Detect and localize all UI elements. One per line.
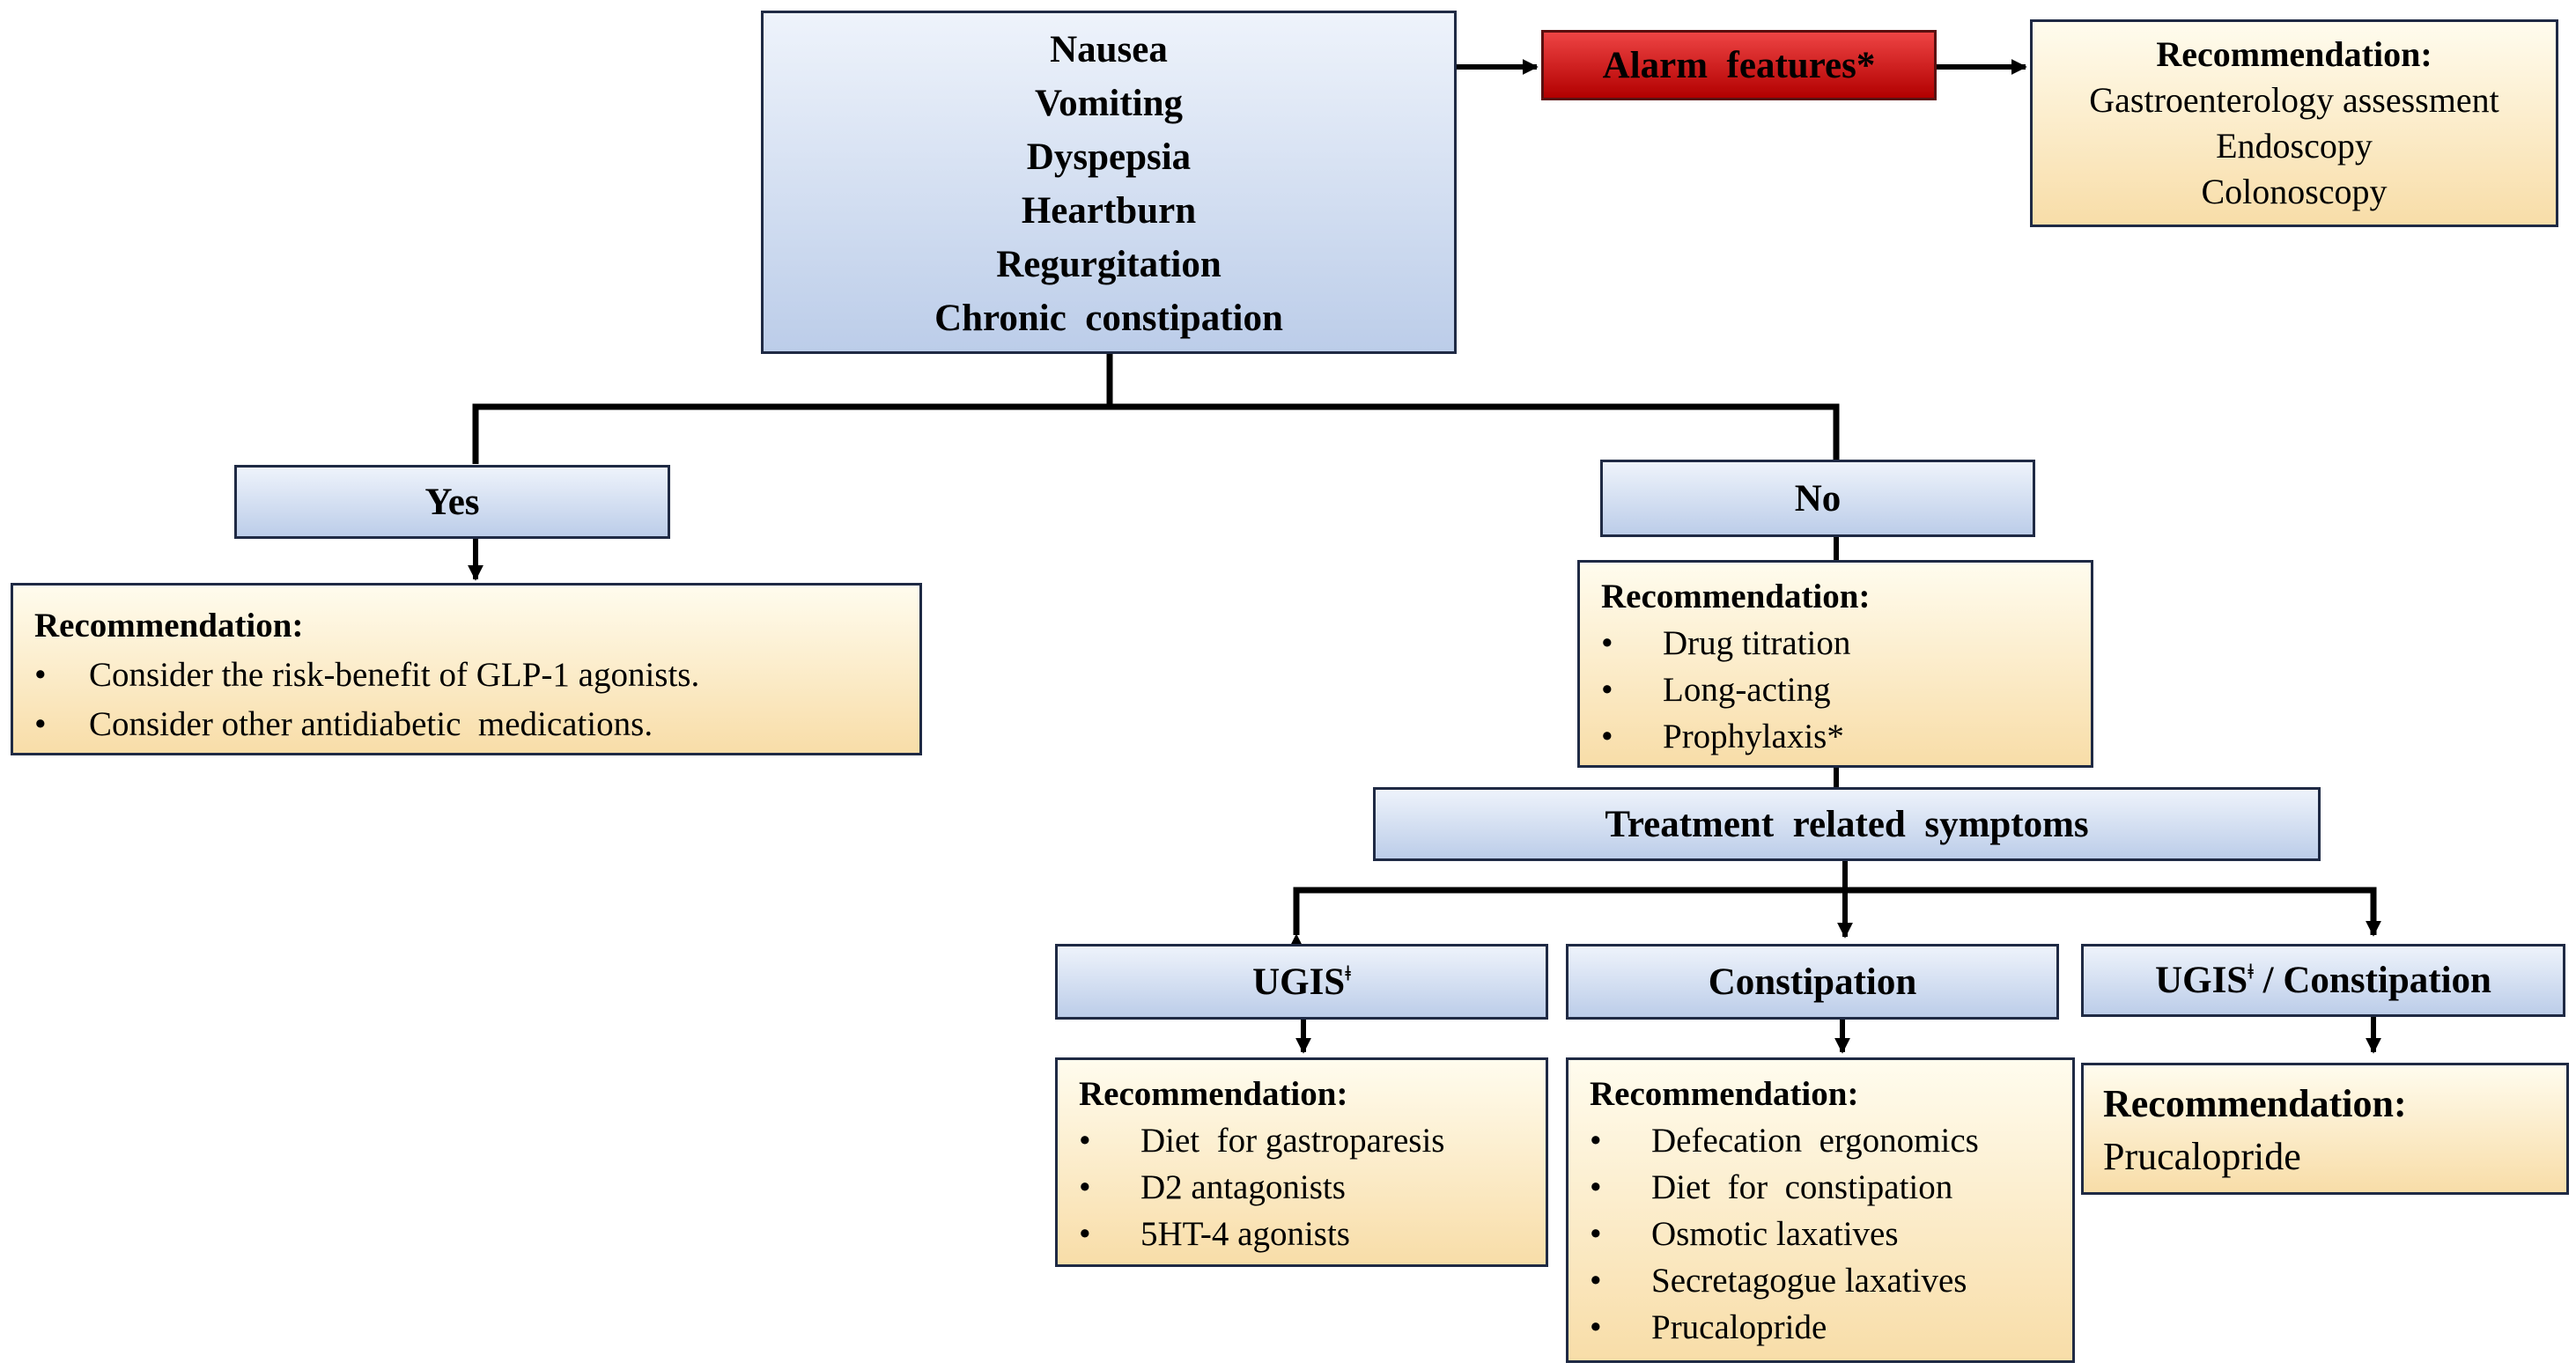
symptom-chronic-constipation: Chronic constipation (934, 298, 1283, 339)
constipation-rec-item: Prucalopride (1590, 1304, 2072, 1351)
ugis-rec-item: D2 antagonists (1079, 1164, 1546, 1211)
ugis-rec-title: Recommendation: (1079, 1075, 1348, 1113)
ugis-text: UGIS (1252, 961, 1346, 1003)
branch-yes-no (472, 354, 1113, 464)
constipation-label: Constipation (1708, 961, 1917, 1003)
yes-rec-item: Consider other antidiabetic medications. (34, 700, 919, 749)
alarm-features-label: Alarm features* (1602, 44, 1876, 86)
alarm-rec-item: Gastroenterology assessment (2089, 80, 2499, 120)
ugis-label: UGISǂ (1252, 961, 1351, 1004)
branch-no (1110, 403, 1840, 460)
yes-rec-item: Consider the risk-benefit of GLP-1 agoni… (34, 651, 919, 700)
ugis-recommendation-box: Recommendation: Diet for gastroparesis D… (1055, 1057, 1548, 1267)
yes-recommendation-box: Recommendation: Consider the risk-benefi… (11, 583, 922, 755)
both-rec-text: Prucalopride (2103, 1135, 2301, 1178)
yes-rec-list: Consider the risk-benefit of GLP-1 agoni… (34, 651, 919, 749)
no-rec-item: Long-acting (1601, 667, 2091, 713)
both-footnote-mark: ǂ (2248, 961, 2254, 984)
constipation-rec-item: Secretagogue laxatives (1590, 1257, 2072, 1304)
symptom-regurgitation: Regurgitation (996, 244, 1222, 285)
yes-label: Yes (424, 481, 480, 523)
constipation-recommendation-box: Recommendation: Defecation ergonomics Di… (1566, 1057, 2075, 1363)
both-rec-title: Recommendation: (2103, 1082, 2407, 1125)
yes-box: Yes (234, 465, 670, 539)
ugis-constipation-label: UGISǂ / Constipation (2155, 959, 2491, 1002)
symptoms-box: Nausea Vomiting Dyspepsia Heartburn Regu… (761, 11, 1457, 354)
no-recommendation-box: Recommendation: Drug titration Long-acti… (1577, 560, 2093, 768)
both-recommendation-box: Recommendation: Prucalopride (2081, 1063, 2569, 1195)
ugis-rec-list: Diet for gastroparesis D2 antagonists 5H… (1079, 1117, 1546, 1257)
no-box: No (1600, 460, 2035, 537)
constipation-rec-list: Defecation ergonomics Diet for constipat… (1590, 1117, 2072, 1351)
constipation-box: Constipation (1566, 944, 2059, 1020)
no-rec-list: Drug titration Long-acting Prophylaxis* (1601, 620, 2091, 760)
alarm-recommendation-box: Recommendation: Gastroenterology assessm… (2030, 19, 2558, 227)
ugis-footnote-mark: ǂ (1345, 962, 1351, 986)
constipation-rec-title: Recommendation: (1590, 1075, 1859, 1113)
no-rec-item: Prophylaxis* (1601, 713, 2091, 760)
no-rec-title: Recommendation: (1601, 578, 1871, 615)
symptom-vomiting: Vomiting (1034, 83, 1184, 124)
alarm-rec-item: Colonoscopy (2201, 172, 2388, 211)
ugis-rec-item: Diet for gastroparesis (1079, 1117, 1546, 1164)
no-rec-item: Drug titration (1601, 620, 2091, 667)
constipation-rec-item: Diet for constipation (1590, 1164, 2072, 1211)
constipation-rec-item: Osmotic laxatives (1590, 1211, 2072, 1257)
ugis-constipation-box: UGISǂ / Constipation (2081, 944, 2565, 1017)
alarm-rec-title: Recommendation: (2156, 34, 2432, 74)
ugis-rec-item: 5HT-4 agonists (1079, 1211, 1546, 1257)
both-constipation-text: / Constipation (2253, 960, 2491, 1001)
constipation-rec-item: Defecation ergonomics (1590, 1117, 2072, 1164)
symptom-dyspepsia: Dyspepsia (1026, 136, 1192, 178)
symptom-heartburn: Heartburn (1021, 190, 1197, 232)
both-ugis-text: UGIS (2155, 960, 2248, 1001)
ugis-box: UGISǂ (1055, 944, 1548, 1020)
no-label: No (1794, 477, 1842, 519)
symptom-nausea: Nausea (1050, 29, 1168, 70)
alarm-features-box: Alarm features* (1541, 30, 1937, 100)
branch-treatment (1288, 887, 2381, 950)
yes-rec-title: Recommendation: (34, 607, 304, 644)
alarm-rec-item: Endoscopy (2216, 126, 2373, 166)
treatment-label: Treatment related symptoms (1605, 803, 2089, 845)
treatment-related-symptoms-box: Treatment related symptoms (1373, 787, 2321, 861)
